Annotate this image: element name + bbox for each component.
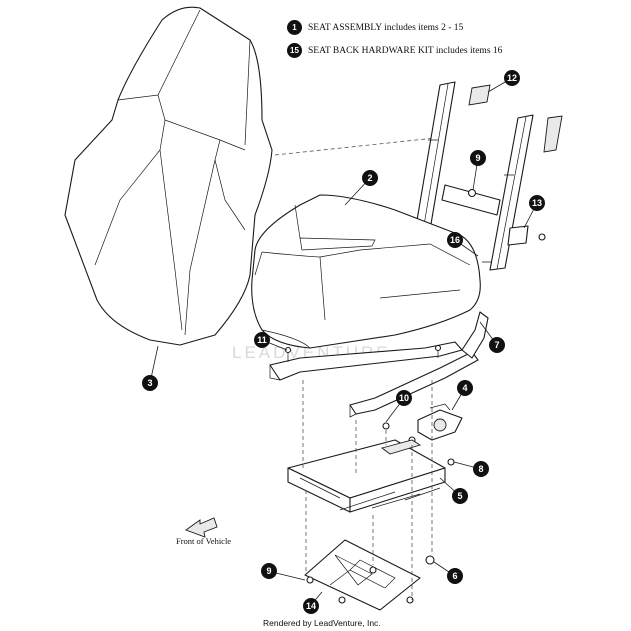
callout-16: 16	[447, 232, 463, 248]
callout-11: 11	[254, 332, 270, 348]
hardware-nuts	[382, 422, 416, 444]
bumper-foot	[425, 555, 435, 565]
svg-text:3: 3	[147, 378, 152, 388]
front-of-vehicle-label: Front of Vehicle	[176, 536, 232, 546]
seat-back-frame	[410, 81, 563, 271]
callout-5: 5	[452, 488, 468, 504]
callout-8: 8	[473, 461, 489, 477]
assembly-guide-lines	[302, 380, 433, 600]
callout-12: 12	[504, 70, 520, 86]
svg-text:13: 13	[532, 198, 542, 208]
callout-9-frame: 9	[470, 150, 486, 166]
svg-text:16: 16	[450, 235, 460, 245]
svg-text:10: 10	[399, 393, 409, 403]
svg-text:6: 6	[452, 571, 457, 581]
callout-2: 2	[362, 170, 378, 186]
svg-text:12: 12	[507, 73, 517, 83]
note-text: SEAT BACK HARDWARE KIT includes items 16	[308, 45, 503, 56]
note-text: SEAT ASSEMBLY includes items 2 - 15	[308, 22, 464, 33]
callout-14: 14	[303, 598, 319, 614]
callout-9-plate: 9	[261, 563, 277, 579]
callout-10: 10	[396, 390, 412, 406]
svg-text:9: 9	[266, 566, 271, 576]
seat-bottom-cushion	[251, 194, 481, 349]
seat-back-cushion	[64, 6, 273, 346]
svg-text:8: 8	[478, 464, 483, 474]
svg-text:9: 9	[475, 153, 480, 163]
seat-base-plate	[287, 439, 446, 513]
note-hardware-kit: 15 SEAT BACK HARDWARE KIT includes items…	[287, 43, 502, 58]
callout-7: 7	[489, 337, 505, 353]
callout-6: 6	[447, 568, 463, 584]
callouts: 2 3 4 5 6 7 8 9 9 10 11 12 13 14 16	[142, 70, 545, 614]
svg-text:2: 2	[367, 173, 372, 183]
svg-text:5: 5	[457, 491, 462, 501]
front-arrow-icon	[185, 517, 218, 538]
screw	[447, 458, 455, 466]
note-badge: 1	[287, 20, 302, 35]
note-badge: 15	[287, 43, 302, 58]
svg-text:4: 4	[462, 383, 467, 393]
callout-3: 3	[142, 375, 158, 391]
svg-text:11: 11	[257, 335, 267, 345]
svg-text:14: 14	[306, 601, 316, 611]
seat-latch	[417, 403, 463, 441]
skid-plate	[304, 539, 421, 611]
callout-4: 4	[457, 380, 473, 396]
svg-text:7: 7	[494, 340, 499, 350]
render-credit: Rendered by LeadVenture, Inc.	[263, 618, 381, 628]
callout-13: 13	[529, 195, 545, 211]
note-seat-assembly: 1 SEAT ASSEMBLY includes items 2 - 15	[287, 20, 463, 35]
